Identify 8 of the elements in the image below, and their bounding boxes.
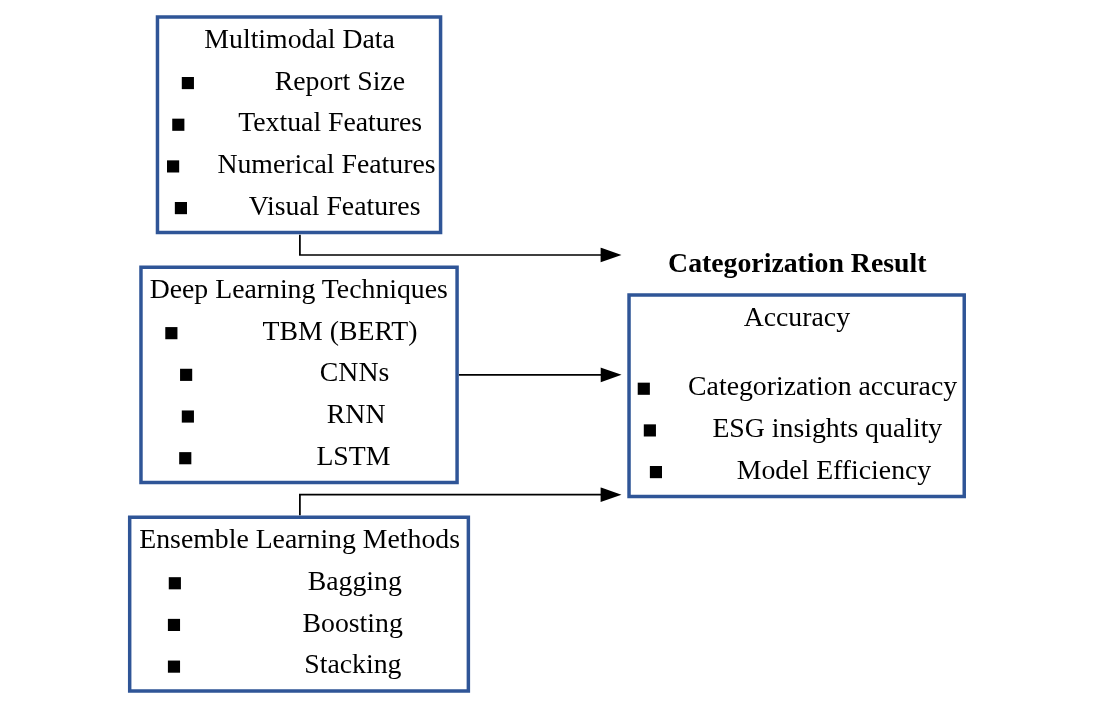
node-box: Deep Learning Techniques TBM (BERT) CNNs RNN LSTM (138, 265, 459, 485)
arrow (298, 487, 621, 517)
node-box: Accuracy Categorization accuracy ESG insights quality Model Efficiency (626, 293, 966, 499)
arrow (457, 367, 622, 383)
node-box: Ensemble Learning Methods Bagging Boosting Stacking (127, 515, 470, 693)
arrow (298, 233, 621, 263)
node-box: Multimodal Data Report Size Textual Features Numerical Features Visual Features (155, 15, 442, 235)
node-label: Categorization Result (667, 247, 926, 279)
